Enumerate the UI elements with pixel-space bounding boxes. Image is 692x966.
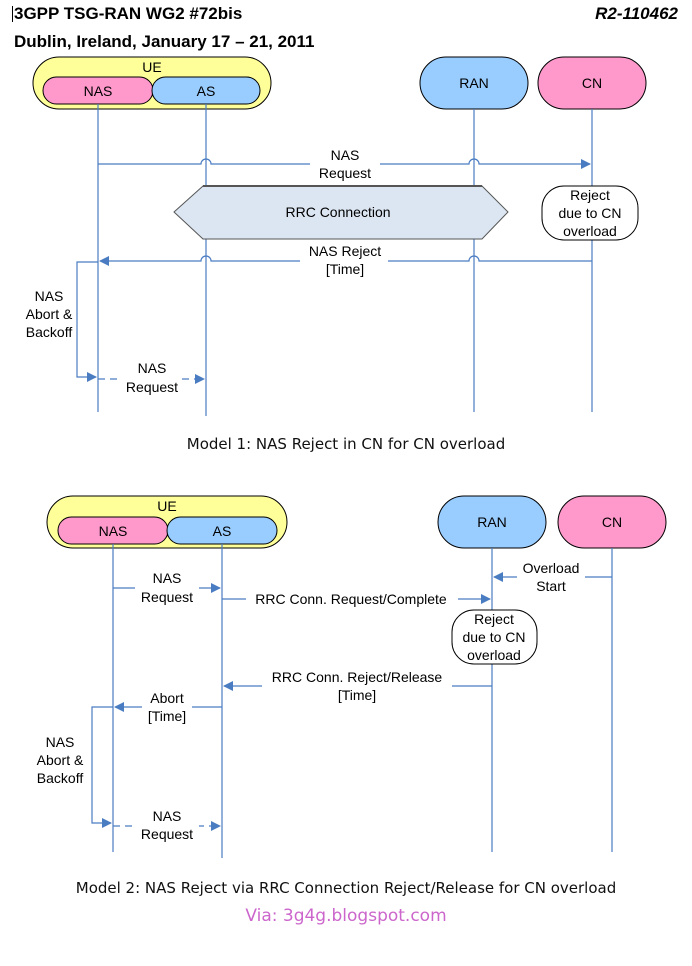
abort-note-2-line-3: Backoff (37, 770, 84, 786)
cn-label-2: CN (602, 514, 622, 530)
cn-note-line-3: overload (563, 223, 617, 239)
model-2-diagram: UE NAS AS RAN CN Overload Start (37, 495, 667, 858)
cn-entity: CN (537, 56, 647, 110)
document-header-meeting: 3GPP TSG-RAN WG2 #72bis (11, 4, 243, 23)
rrc-connection-label: RRC Connection (285, 204, 390, 220)
cn-note-line-1: Reject (570, 187, 610, 203)
cn-entity-2: CN (557, 495, 667, 549)
cn-note-line-2: due to CN (558, 205, 621, 221)
ue-label: UE (142, 59, 161, 75)
ran-note-line-3: overload (467, 647, 521, 663)
as-entity: AS (151, 76, 261, 105)
ue-label-2: UE (157, 498, 176, 514)
abort-note-line-2: Abort & (26, 306, 73, 322)
nas-request-label-2: Request (319, 165, 371, 181)
model-1-caption: Model 1: NAS Reject in CN for CN overloa… (186, 435, 506, 453)
nas-retry-label-1: NAS (138, 360, 167, 376)
abort-note-2-line-1: NAS (46, 734, 75, 750)
model-2-caption: Model 2: NAS Reject via RRC Connection R… (75, 879, 617, 897)
nas-entity: NAS (42, 76, 154, 105)
abort-note-line-3: Backoff (26, 324, 73, 340)
overload-start-label-1: Overload (523, 560, 580, 576)
ran-label-2: RAN (477, 514, 507, 530)
nas-request-label-1: NAS (331, 147, 360, 163)
model-1-diagram: UE NAS AS RAN CN NAS Request (26, 56, 647, 416)
ran-label: RAN (459, 75, 489, 91)
abort-label-2: [Time] (148, 708, 186, 724)
nas-label: NAS (84, 83, 113, 99)
ue-entity: UE NAS AS (32, 56, 272, 110)
ran-reject-note: Reject due to CN overload (451, 609, 538, 665)
as-label: AS (197, 83, 216, 99)
abort-backoff-bracket (76, 261, 98, 382)
ue-entity-2: UE NAS AS (46, 495, 288, 549)
ran-note-line-1: Reject (474, 611, 514, 627)
overload-start-label-2: Start (536, 578, 566, 594)
nas-entity-2: NAS (57, 516, 169, 545)
nas-label-2: NAS (99, 523, 128, 539)
as-label-2: AS (213, 523, 232, 539)
document-location-date: Dublin, Ireland, January 17 – 21, 2011 (14, 32, 315, 51)
ran-entity-2: RAN (437, 495, 547, 549)
rrc-reject-label-1: RRC Conn. Reject/Release (272, 669, 443, 685)
abort-backoff-bracket-2 (91, 706, 113, 828)
cn-label: CN (582, 75, 602, 91)
abort-note-line-1: NAS (35, 288, 64, 304)
abort-label-1: Abort (150, 690, 184, 706)
document-number: R2-110462 (595, 4, 678, 23)
nas-retry-label-2: Request (126, 379, 178, 395)
watermark-link[interactable]: Via: 3g4g.blogspot.com (245, 906, 447, 926)
rrc-reject-label-2: [Time] (338, 687, 376, 703)
abort-note-2-line-2: Abort & (37, 752, 84, 768)
ran-note-line-2: due to CN (462, 629, 525, 645)
nas-retry-2-label-2: Request (141, 826, 193, 842)
rrc-connection-block: RRC Connection (173, 185, 509, 240)
nas-request-2-label-2: Request (141, 589, 193, 605)
nas-reject-label-2: [Time] (326, 261, 364, 277)
rrc-request-label: RRC Conn. Request/Complete (255, 591, 447, 607)
ran-entity: RAN (419, 56, 529, 110)
nas-reject-label-1: NAS Reject (309, 243, 381, 259)
as-entity-2: AS (166, 516, 278, 545)
nas-request-2-label-1: NAS (153, 570, 182, 586)
nas-retry-2-label-1: NAS (153, 808, 182, 824)
cn-reject-note: Reject due to CN overload (541, 185, 639, 241)
